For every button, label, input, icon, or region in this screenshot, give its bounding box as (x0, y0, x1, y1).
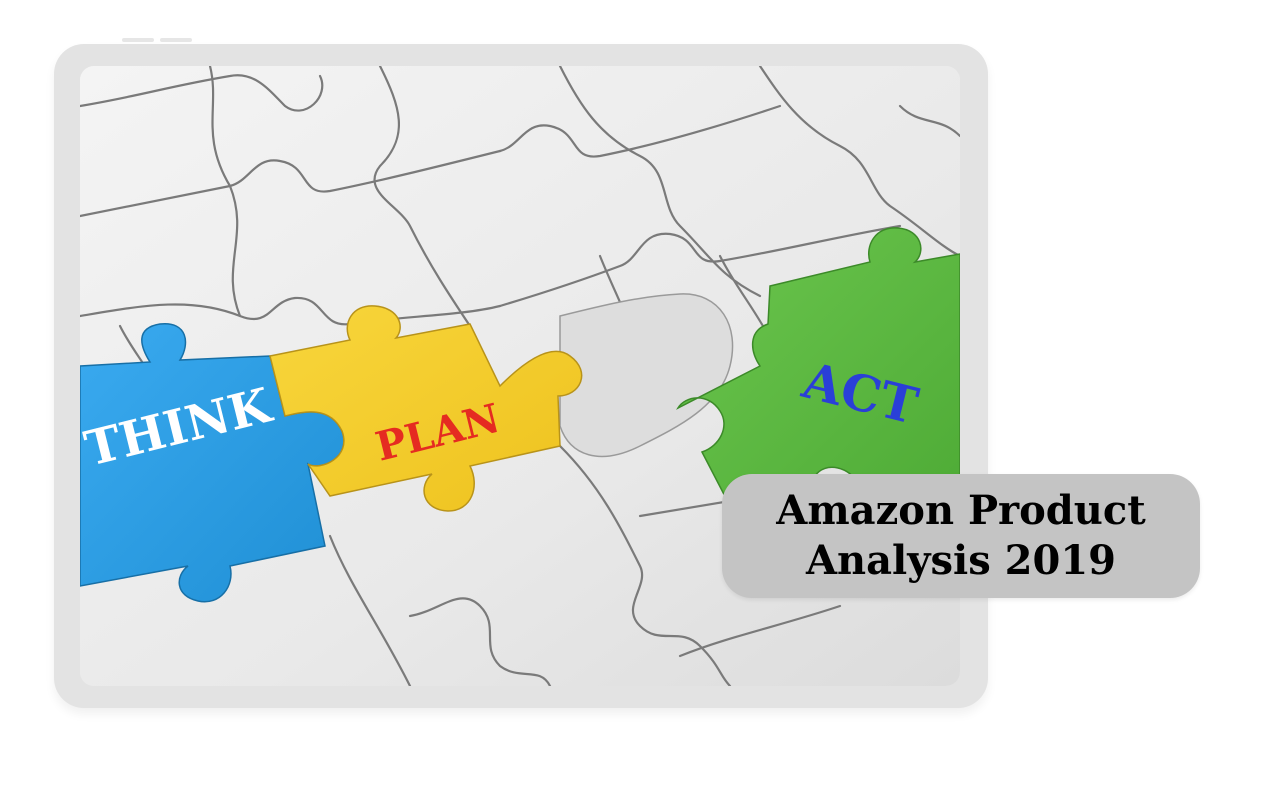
frame-tab-left (122, 38, 154, 42)
empty-slot (559, 293, 734, 458)
frame-tab-right (160, 38, 192, 42)
plan-piece: PLAN (269, 305, 583, 512)
title-box: Amazon Product Analysis 2019 (722, 474, 1200, 598)
title-line-2: Analysis 2019 (806, 537, 1116, 584)
act-piece: ACT (676, 227, 960, 509)
title-line-1: Amazon Product (776, 487, 1146, 534)
think-piece: THINK (80, 323, 345, 603)
